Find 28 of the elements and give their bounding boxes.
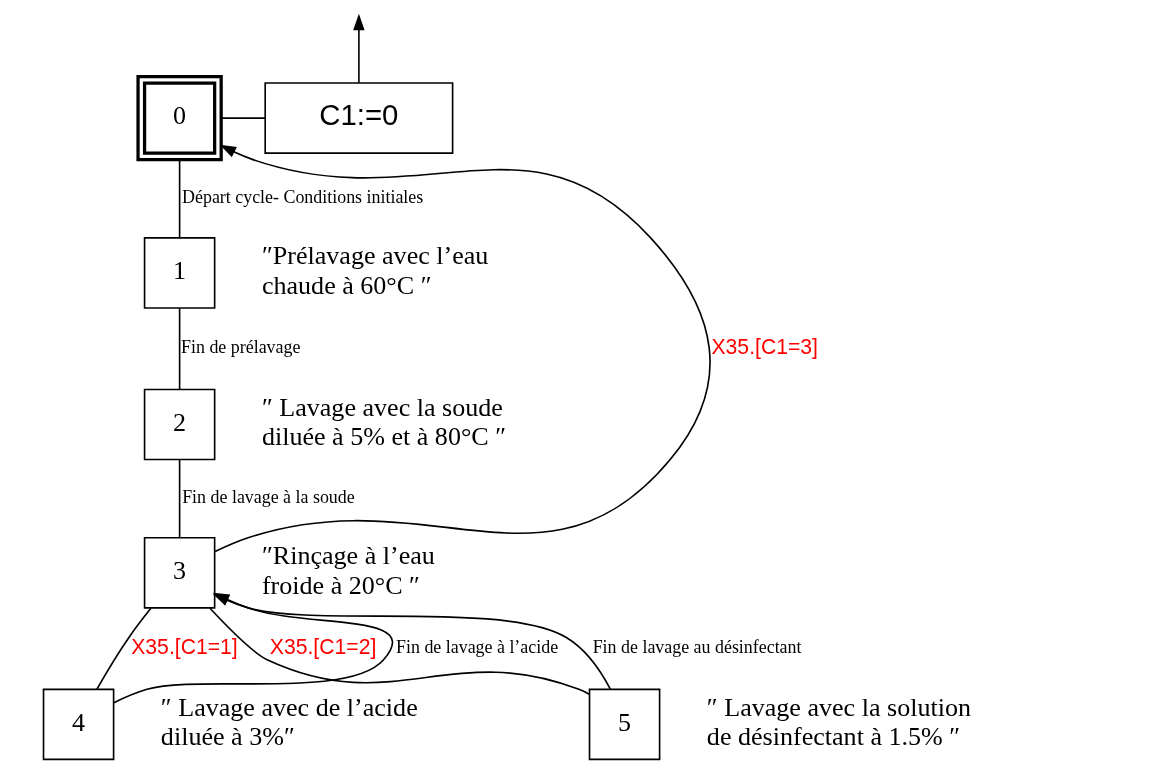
- edge-label: Fin de lavage à l’acide: [395, 637, 558, 658]
- node-box: 2: [143, 388, 215, 461]
- node-label: ″ Lavage avec la solution de désinfectant à 1.5% ″: [706, 692, 971, 752]
- connector: [95, 607, 152, 690]
- edge-label: X35.[C1=2]: [269, 635, 376, 659]
- connector: [208, 607, 590, 696]
- edge-label: X35.[C1=3]: [710, 335, 818, 359]
- node-label: ″Rinçage à l’eau froide à 20°C ″: [261, 541, 435, 600]
- edge-label: Fin de lavage au désinfectant: [592, 637, 801, 658]
- edge-label: Départ cycle- Conditions initiales: [181, 187, 423, 208]
- node-label: ″ Lavage avec de l’acide diluée à 3%″: [160, 692, 418, 752]
- edge-label: X35.[C1=1]: [130, 635, 238, 659]
- node-box: 0: [135, 74, 223, 162]
- node-box: 5: [588, 688, 660, 761]
- connector: [178, 159, 180, 239]
- connector: [220, 117, 266, 119]
- edge-label: Fin de prélavage: [180, 337, 300, 358]
- connector: [178, 307, 180, 391]
- arrow: [352, 13, 365, 84]
- edge-label: Fin de lavage à la soude: [181, 487, 355, 508]
- arrow: [213, 144, 711, 553]
- connector: [178, 458, 180, 539]
- node-box: 4: [42, 688, 114, 761]
- node-box: 3: [143, 536, 215, 609]
- node-label: ″Prélavage avec l’eau chaude à 60°C ″: [261, 241, 488, 300]
- node-box: 1: [143, 237, 215, 309]
- node-box: C1:=0: [263, 82, 453, 154]
- node-label: ″ Lavage avec la soude diluée à 5% et à 80°C ″: [261, 393, 506, 452]
